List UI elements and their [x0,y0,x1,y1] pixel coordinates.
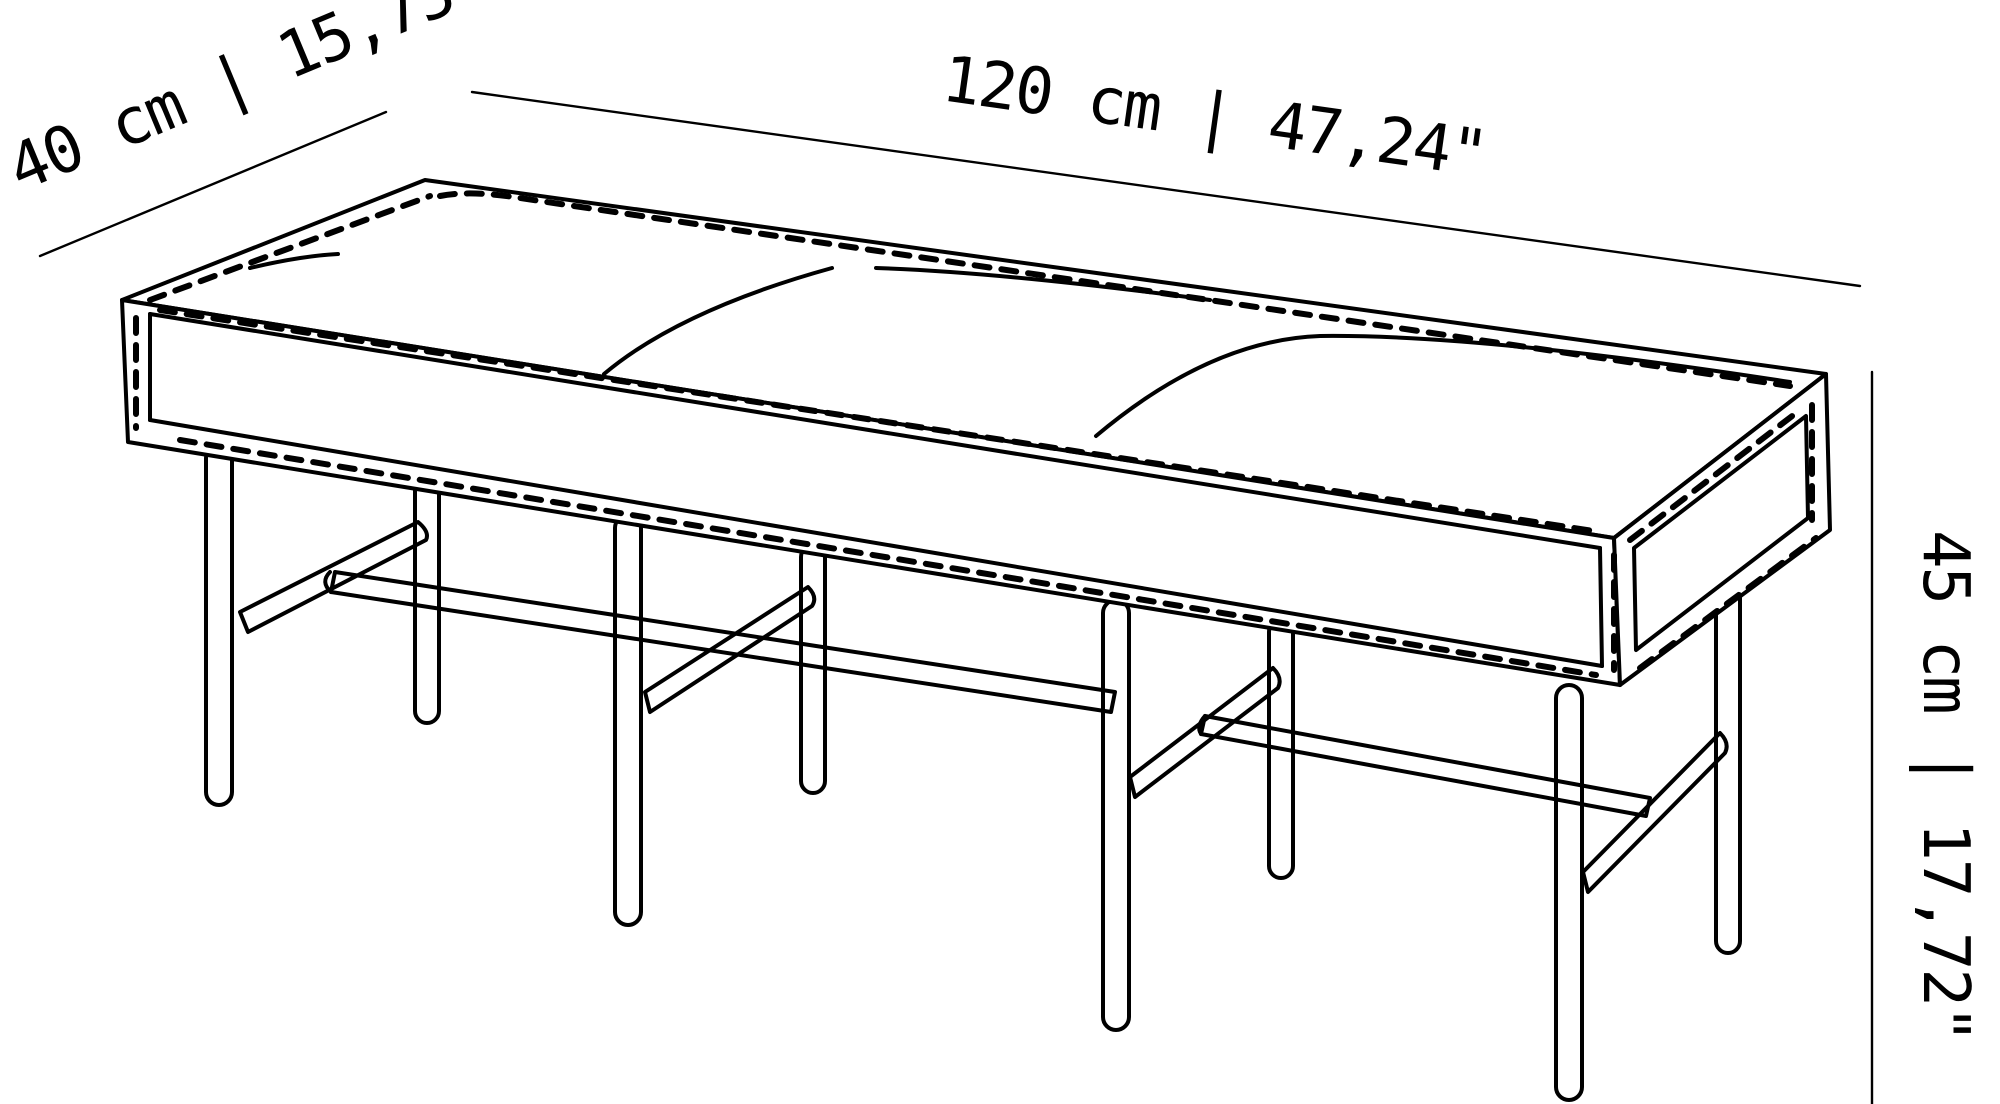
width-dimension-line [470,90,1862,288]
stretchers [238,520,1729,894]
height-dimension-label: 45 cm | 17,72" [1908,530,1982,1041]
bench-seat [120,178,1832,687]
depth-dimension-line [38,110,388,258]
seat-end [1612,372,1832,687]
depth-dimension-label: 40 cm | 15,75" [0,0,498,207]
